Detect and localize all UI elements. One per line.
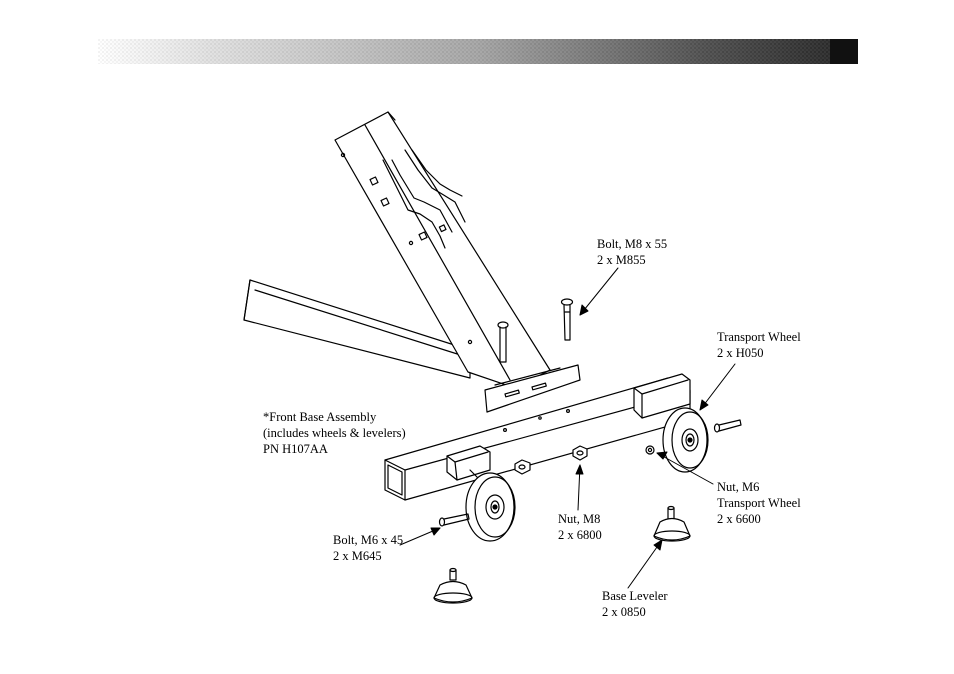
label-bolt-m8: Bolt, M8 x 55 2 x M855 <box>597 237 668 267</box>
right-transport-wheel <box>662 407 709 473</box>
label-front-base-assembly: *Front Base Assembly (includes wheels & … <box>263 410 406 456</box>
left-base-leveler <box>433 567 473 604</box>
right-wheel-bolt <box>713 419 742 433</box>
right-base-leveler <box>653 505 691 542</box>
left-transport-wheel <box>465 472 516 542</box>
label-nut-m8: Nut, M8 2 x 6800 <box>558 512 602 542</box>
header-gradient-band <box>98 39 858 64</box>
bolt-m8-part <box>560 298 574 341</box>
upright-bolt <box>497 321 509 363</box>
label-bolt-m6: Bolt, M6 x 45 2 x M645 <box>333 533 404 563</box>
callout-arrows <box>399 267 736 589</box>
label-nut-m6: Nut, M6 Transport Wheel 2 x 6600 <box>717 480 801 526</box>
right-wheel-bracket <box>633 373 691 419</box>
bolt-m6-part <box>438 513 470 527</box>
label-base-leveler: Base Leveler 2 x 0850 <box>602 589 668 619</box>
mounting-plate <box>484 364 581 413</box>
left-rail <box>243 279 471 379</box>
nut-m8-part <box>514 445 588 475</box>
nut-m6-part <box>645 445 655 455</box>
label-transport-wheel: Transport Wheel 2 x H050 <box>717 330 801 360</box>
